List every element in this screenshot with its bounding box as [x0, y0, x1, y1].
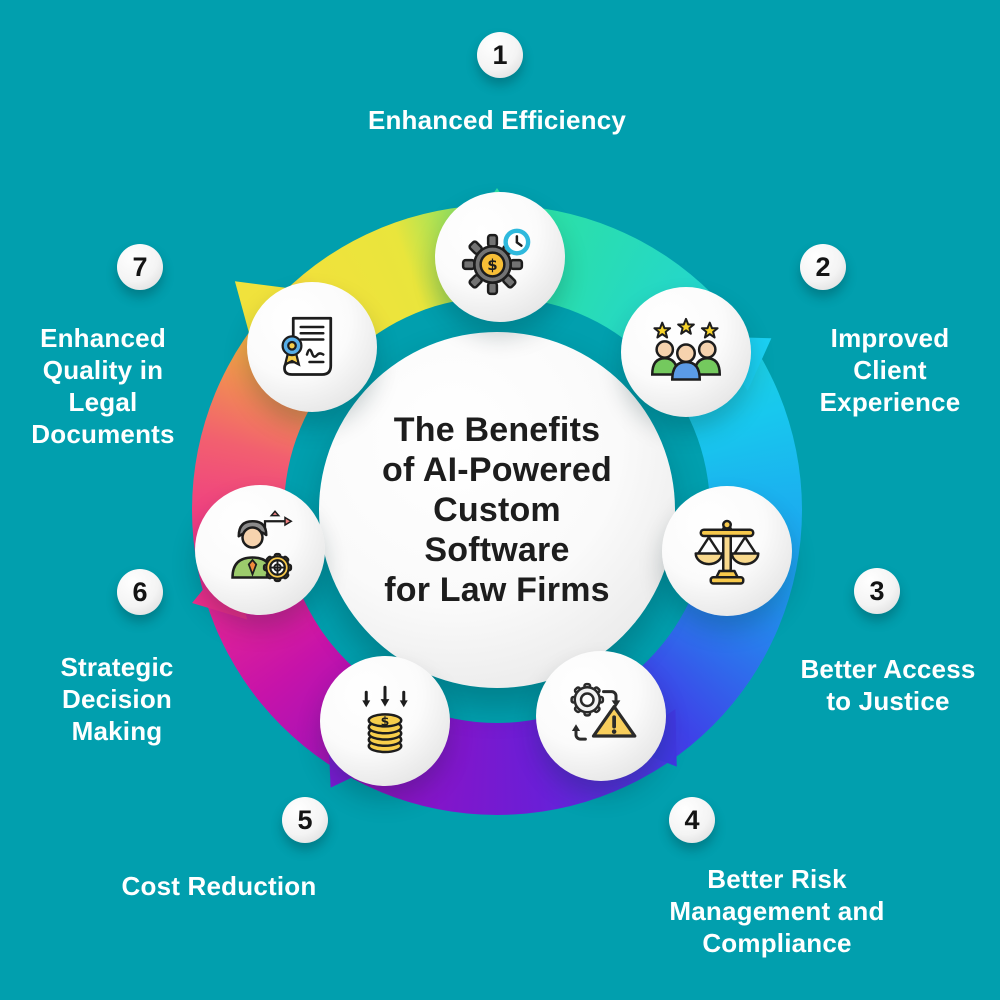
strategy-person-gear-icon — [231, 510, 293, 583]
item-3-label: Better Access to Justice — [800, 654, 976, 716]
item-2-number-badge: 2 — [800, 244, 846, 290]
justice-scales-icon — [694, 519, 760, 585]
item-7-label: Enhanced Quality in Legal Documents — [31, 323, 175, 449]
svg-text:$: $ — [487, 256, 497, 274]
title-line: Custom — [433, 491, 561, 529]
item-5-label: Cost Reduction — [121, 871, 317, 901]
item-1-number-badge: 1 — [477, 32, 523, 78]
cost-reduction-coins-icon: $ — [362, 685, 408, 754]
title-line: of AI-Powered — [382, 451, 612, 489]
item-4-circle — [536, 651, 666, 781]
item-6-circle — [195, 485, 325, 615]
item-1-circle: $ — [435, 192, 565, 322]
title-line: The Benefits — [393, 411, 601, 449]
page-title: The Benefits of AI-Powered Custom Softwa… — [382, 410, 612, 610]
center-circle: The Benefits of AI-Powered Custom Softwa… — [319, 332, 675, 688]
efficiency-gear-clock-icon: $ — [461, 228, 531, 296]
clients-stars-icon — [650, 317, 722, 381]
item-3-number-badge: 3 — [854, 568, 900, 614]
item-5-circle: $ — [320, 656, 450, 786]
risk-warning-gear-icon — [570, 682, 637, 741]
item-7-circle — [247, 282, 377, 412]
svg-text:$: $ — [381, 713, 390, 728]
item-5-number-badge: 5 — [282, 797, 328, 843]
legal-document-certificate-icon — [281, 316, 333, 376]
item-4-number-badge: 4 — [669, 797, 715, 843]
title-line: Software — [424, 531, 570, 569]
item-4-label: Better Risk Management and Compliance — [669, 864, 885, 958]
item-3-circle — [662, 486, 792, 616]
item-7-number-badge: 7 — [117, 244, 163, 290]
item-6-label: Strategic Decision Making — [60, 652, 174, 746]
item-2-circle — [621, 287, 751, 417]
item-1-label: Enhanced Efficiency — [367, 105, 627, 135]
item-2-label: Improved Client Experience — [819, 323, 961, 417]
item-6-number-badge: 6 — [117, 569, 163, 615]
title-line: for Law Firms — [384, 571, 610, 609]
